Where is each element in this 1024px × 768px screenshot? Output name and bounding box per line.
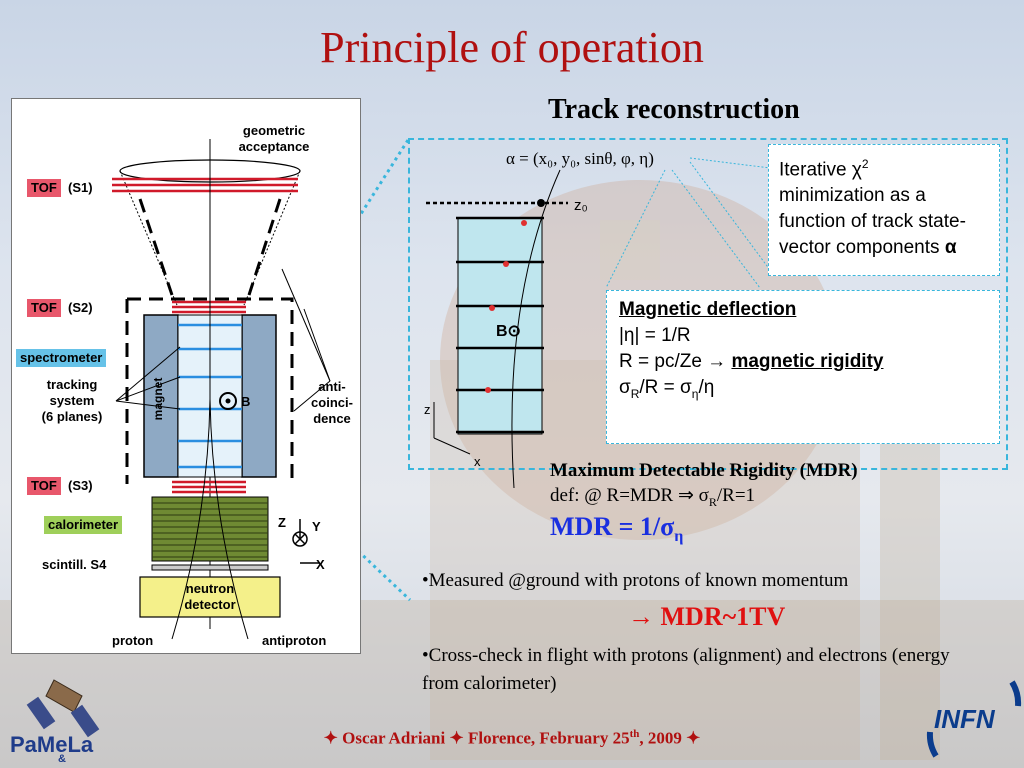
b-field-label: B xyxy=(241,394,250,409)
iterative-minimization-box: Iterative χ2 minimization as a function … xyxy=(768,144,1000,276)
tof-s3-label: (S3) xyxy=(68,478,93,493)
spectrometer-badge: spectrometer xyxy=(16,349,107,367)
track-b-label: B⊙ xyxy=(496,323,521,340)
tof-s2-badge: TOF xyxy=(27,299,61,317)
mdr-tv-result: → MDR~1TV xyxy=(628,602,786,631)
magnet-label: magnet xyxy=(151,378,165,421)
mdr-block: Maximum Detectable Rigidity (MDR) def: @… xyxy=(550,460,858,546)
infn-text: INFN xyxy=(934,704,996,734)
track-reconstruction-panel xyxy=(408,138,1008,470)
infn-logo: INFN xyxy=(926,680,1022,758)
tracking-label-2: system xyxy=(50,393,95,408)
antiproton-label: antiproton xyxy=(262,633,326,648)
neutron-label-1: neutron xyxy=(186,581,234,596)
chi-symbol: χ xyxy=(851,159,862,181)
neutron-label-2: detector xyxy=(184,597,235,612)
pamela-logo: PaMeLa & xyxy=(10,679,100,764)
tof-s1-badge: TOF xyxy=(27,179,61,197)
tof-s1-label: (S1) xyxy=(68,180,93,195)
mdr-heading: Maximum Detectable Rigidity (MDR) xyxy=(550,460,858,481)
anti-label-2: coinci- xyxy=(311,395,353,410)
anti-label-1: anti- xyxy=(318,379,345,394)
track-plot: α = (x₀, y₀, sinθ, φ, η) z₀ B⊙ z x xyxy=(424,149,771,489)
track-axis-x: x xyxy=(474,454,481,469)
axis-z-label: Z xyxy=(278,515,286,530)
magnetic-heading: Magnetic deflection xyxy=(619,299,797,320)
alpha-symbol: α xyxy=(944,237,957,259)
alpha-formula: α = (x₀, y₀, sinθ, φ, η) xyxy=(506,149,654,168)
proton-label: proton xyxy=(112,633,153,648)
mdr-formula: MDR = 1/ση xyxy=(550,511,684,545)
anti-label-3: dence xyxy=(313,411,351,426)
tof-s2-label: (S2) xyxy=(68,300,93,315)
magnetic-rigidity: magnetic rigidity xyxy=(731,351,884,372)
axis-x-label: X xyxy=(316,557,325,572)
slide-subtitle: Track reconstruction xyxy=(548,94,800,125)
scintill-label: scintill. S4 xyxy=(42,557,107,572)
pamela-text: PaMeLa xyxy=(10,732,94,757)
pamela-amp: & xyxy=(58,753,66,764)
geometric-label-2: acceptance xyxy=(239,139,310,154)
bullet-cross-check: •Cross-check in flight with protons (ali… xyxy=(422,645,950,694)
tracking-label-1: tracking xyxy=(47,377,98,392)
mdr-definition: def: @ R=MDR ⇒ σR/R=1 xyxy=(550,485,756,509)
slide-title: Principle of operation xyxy=(320,23,704,72)
tracking-label-3: (6 planes) xyxy=(42,409,103,424)
tof-s3-badge: TOF xyxy=(27,477,61,495)
footer-credit: ✦ Oscar Adriani ✦ Florence, February 25t… xyxy=(323,728,701,748)
z0-label: z₀ xyxy=(574,197,588,214)
bullet-measured: •Measured @ground with protons of known … xyxy=(422,570,849,591)
detector-schematic: magnet B neutron detector proton antipro… xyxy=(11,98,361,654)
magnetic-deflection-box: Magnetic deflection |η| = 1/R R = pc/Ze … xyxy=(606,290,1000,444)
detector-drawing: magnet B neutron detector proton antipro… xyxy=(42,123,353,648)
geometric-label-1: geometric xyxy=(243,123,305,138)
track-axis-z: z xyxy=(424,402,431,417)
calorimeter-badge: calorimeter xyxy=(44,516,123,534)
axis-y-label: Y xyxy=(312,519,321,534)
